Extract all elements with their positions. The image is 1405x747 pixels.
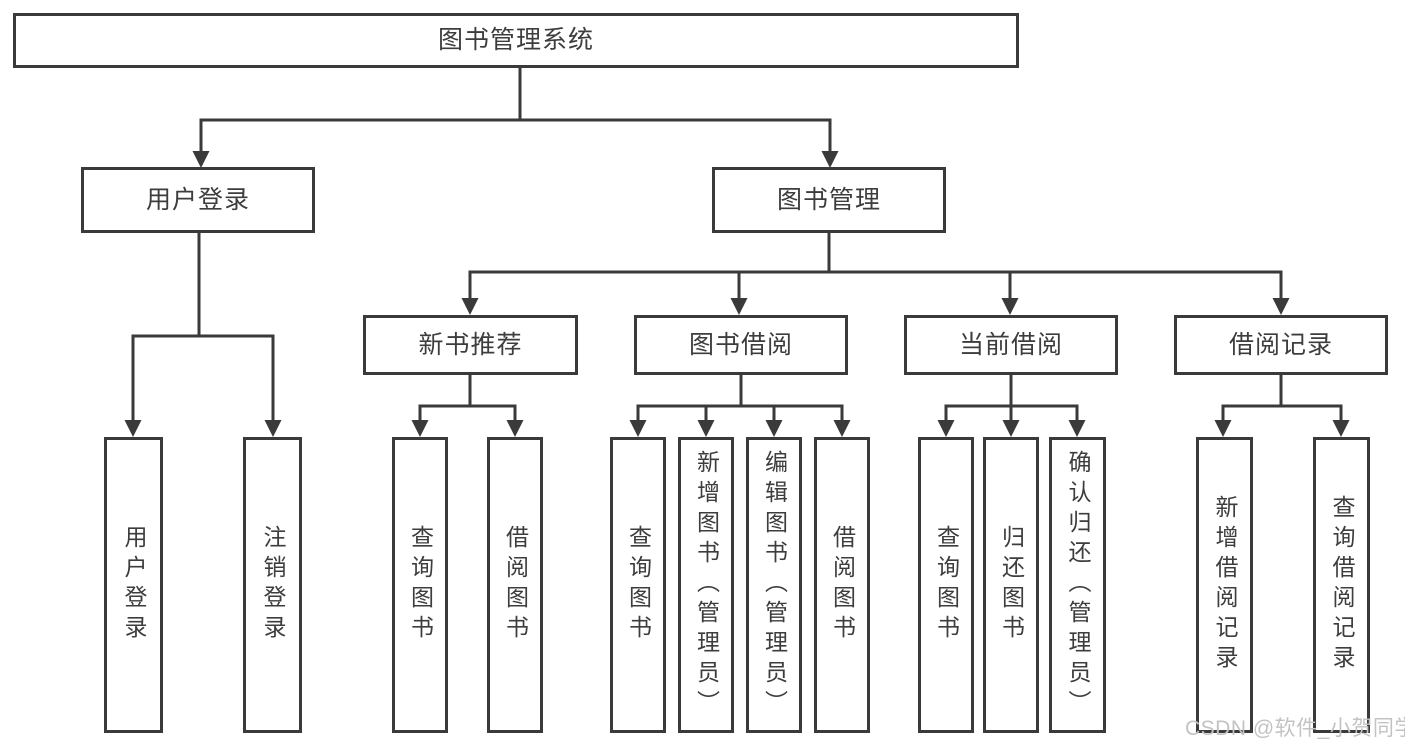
node-book-management: 图书管理 — [712, 167, 946, 233]
node-book-management-system-label: 图书管理系统 — [437, 26, 594, 54]
leaf-query-books-1-label: 查询图书 — [407, 525, 434, 645]
connector-book-borrow-to-leaves — [629, 374, 851, 437]
connector-root-to-level2 — [192, 67, 839, 168]
node-book-management-system: 图书管理系统 — [13, 13, 1019, 68]
leaf-user-login: 用户登录 — [104, 437, 163, 733]
connector-borrow-records-to-leaves — [1214, 374, 1350, 437]
node-borrow-records-label: 借阅记录 — [1228, 330, 1333, 359]
leaf-borrow-books-2-label: 借阅图书 — [829, 525, 856, 645]
leaf-borrow-books-1-label: 借阅图书 — [502, 525, 529, 645]
leaf-confirm-return-admin-label: 确认归还（管理员） — [1065, 450, 1091, 720]
leaf-query-books-3-label: 查询图书 — [933, 525, 960, 645]
node-new-book-recommend-label: 新书推荐 — [418, 330, 523, 359]
leaf-edit-book-admin: 编辑图书（管理员） — [746, 437, 802, 733]
leaf-query-books-1: 查询图书 — [392, 437, 448, 733]
node-new-book-recommend: 新书推荐 — [363, 315, 578, 375]
connector-user-login-to-leaves — [124, 232, 282, 437]
connector-current-borrow-to-leaves — [937, 374, 1086, 437]
leaf-confirm-return-admin: 确认归还（管理员） — [1049, 437, 1106, 733]
leaf-logout-label: 注销登录 — [260, 525, 286, 645]
leaf-add-borrow-record: 新增借阅记录 — [1196, 437, 1253, 733]
node-user-login: 用户登录 — [81, 167, 315, 233]
connector-new-book-recommend-to-leaves — [411, 374, 524, 437]
leaf-user-login-label: 用户登录 — [121, 525, 147, 645]
leaf-add-book-admin-label: 新增图书（管理员） — [693, 450, 720, 720]
leaf-add-book-admin: 新增图书（管理员） — [678, 437, 734, 733]
leaf-return-book: 归还图书 — [983, 437, 1039, 733]
leaf-query-books-2-label: 查询图书 — [625, 525, 652, 645]
node-current-borrow-label: 当前借阅 — [958, 330, 1063, 359]
leaf-return-book-label: 归还图书 — [998, 525, 1025, 645]
leaf-borrow-books-2: 借阅图书 — [814, 437, 870, 733]
leaf-query-borrow-record-label: 查询借阅记录 — [1329, 495, 1355, 675]
node-user-login-label: 用户登录 — [145, 185, 250, 214]
node-book-management-label: 图书管理 — [776, 185, 881, 214]
node-book-borrow-label: 图书借阅 — [688, 330, 793, 359]
leaf-logout: 注销登录 — [243, 437, 302, 733]
leaf-add-borrow-record-label: 新增借阅记录 — [1212, 495, 1238, 675]
node-current-borrow: 当前借阅 — [904, 315, 1118, 375]
leaf-query-books-2: 查询图书 — [610, 437, 666, 733]
csdn-watermark: CSDN @软件_小贺同学 — [1185, 717, 1405, 740]
leaf-query-borrow-record: 查询借阅记录 — [1313, 437, 1370, 733]
connector-book-management-to-level3 — [461, 232, 1290, 315]
node-book-borrow: 图书借阅 — [634, 315, 848, 375]
node-borrow-records: 借阅记录 — [1174, 315, 1388, 375]
leaf-borrow-books-1: 借阅图书 — [487, 437, 543, 733]
leaf-edit-book-admin-label: 编辑图书（管理员） — [761, 450, 788, 720]
leaf-query-books-3: 查询图书 — [918, 437, 974, 733]
